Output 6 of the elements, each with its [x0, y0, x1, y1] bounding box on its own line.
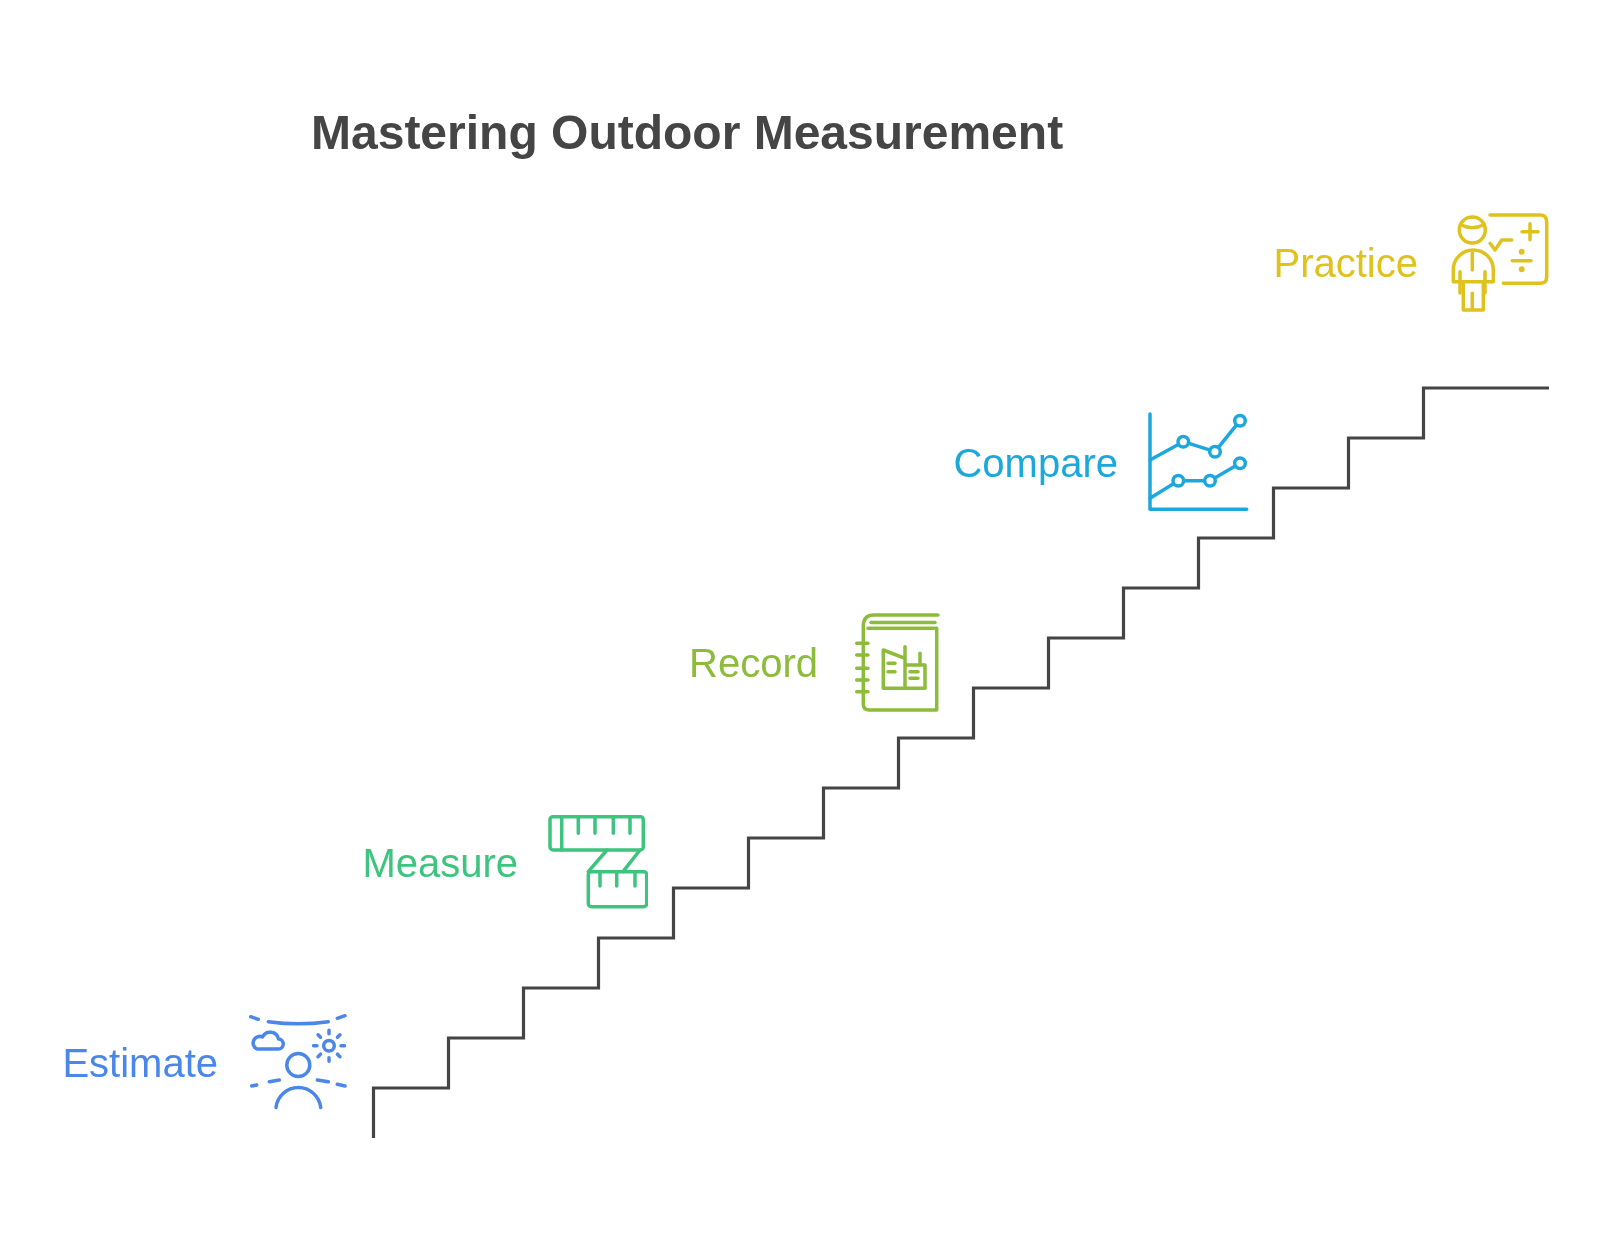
step-label: Estimate [62, 1039, 218, 1087]
step-label: Compare [953, 439, 1118, 487]
title: Mastering Outdoor Measurement [311, 105, 1064, 161]
step-label: Measure [362, 839, 518, 887]
step-label: Practice [1273, 239, 1418, 287]
step-label: Record [689, 639, 818, 687]
